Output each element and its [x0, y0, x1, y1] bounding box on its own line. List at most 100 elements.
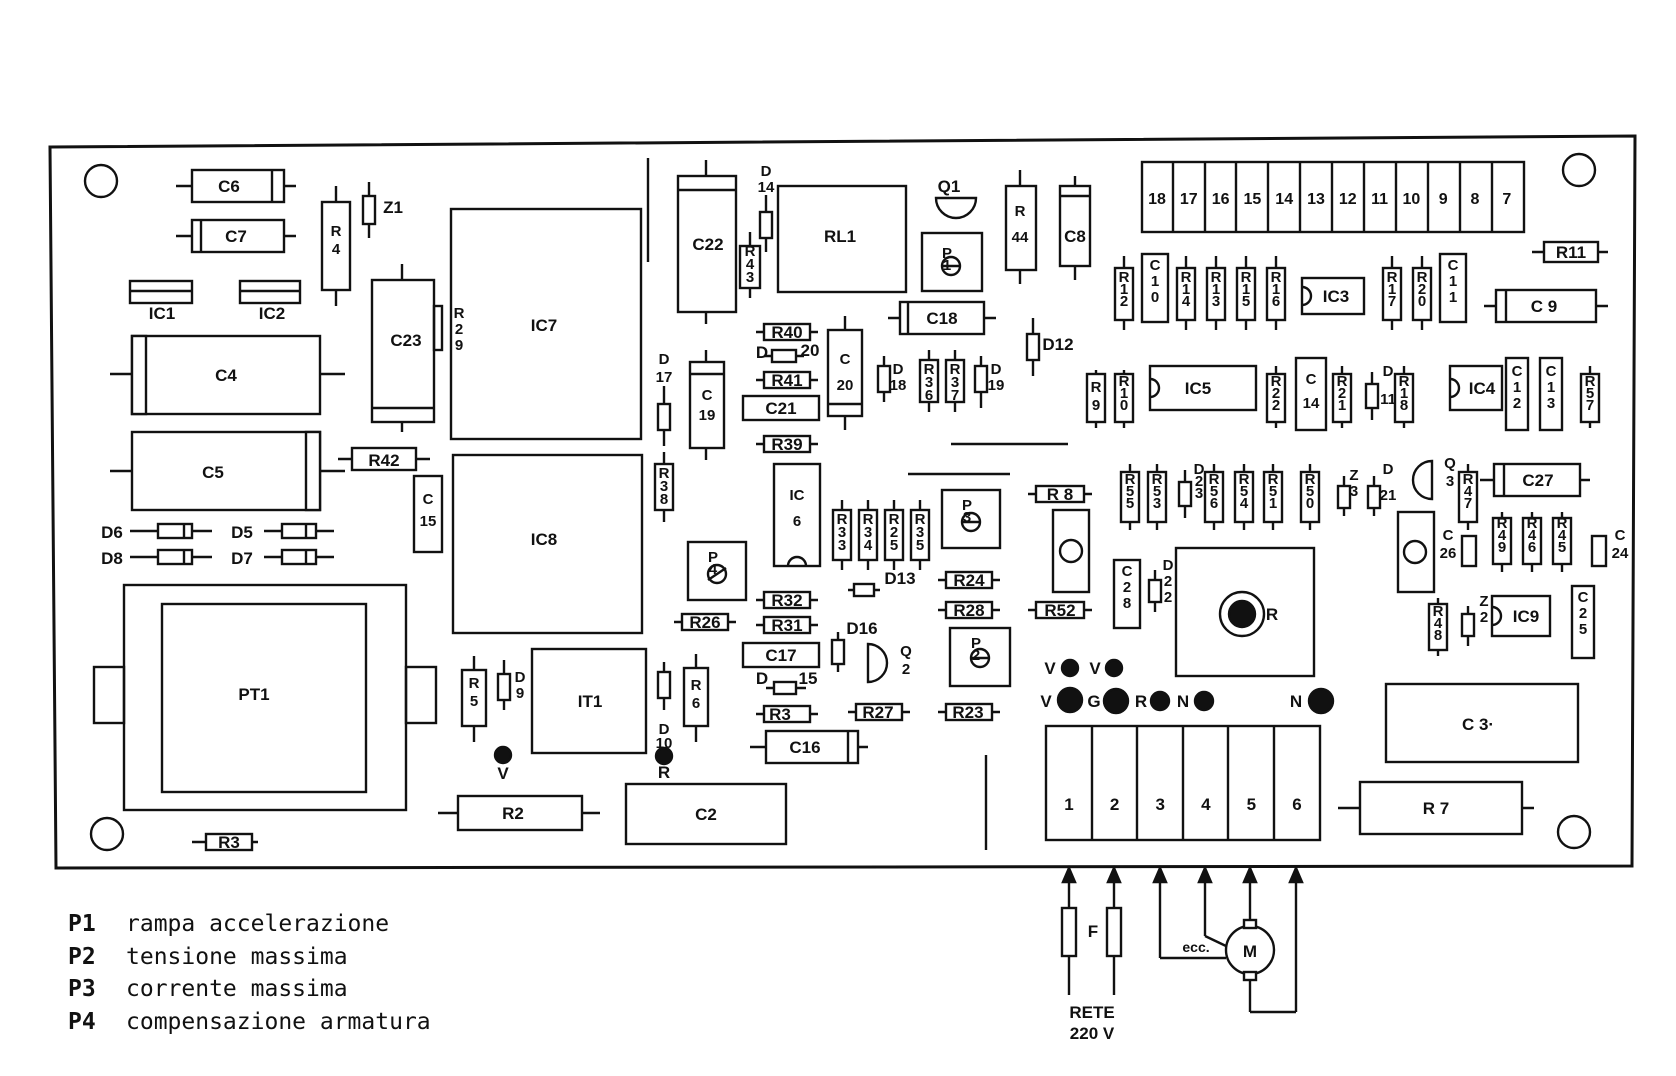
label-R14-line: 4: [1182, 293, 1191, 310]
C14: [1294, 356, 1328, 432]
label-R3b: R3: [218, 833, 240, 852]
label-R36-line: 3: [925, 374, 933, 391]
label-RL1: RL1: [824, 227, 856, 246]
C23: [370, 278, 436, 424]
tp-label-V2: V: [1089, 659, 1101, 678]
label-R35-line: 5: [916, 537, 924, 554]
label-R54-line: R: [1239, 471, 1250, 488]
label-C10-line: 0: [1151, 289, 1159, 306]
R14: [1175, 266, 1197, 322]
label-R22-line: 2: [1272, 397, 1280, 414]
legend-key: P4: [68, 1008, 96, 1035]
R23: [944, 702, 994, 722]
label-R6-line: 6: [692, 695, 700, 712]
label-R11: R11: [1556, 243, 1586, 262]
label-R56-line: R: [1209, 471, 1220, 488]
label-R42: R42: [368, 451, 399, 470]
C16: [764, 729, 860, 765]
label-Z3-line: 3: [1350, 483, 1358, 500]
R39: [762, 434, 812, 454]
label-C8: C8: [1064, 227, 1086, 246]
IC7: [449, 207, 643, 441]
label-C7: C7: [225, 227, 247, 246]
label-R51-line: 5: [1269, 483, 1277, 500]
D10: [656, 670, 672, 700]
mounting-hole: [89, 816, 125, 852]
label-R38-line: R: [659, 465, 670, 482]
tp-label-R-left: R: [658, 763, 670, 782]
label-R49-line: 9: [1498, 539, 1506, 556]
header-pin-number: 13: [1307, 191, 1325, 208]
label-C17: C17: [765, 646, 796, 665]
D6: [156, 522, 194, 540]
label-R44-line: 44: [1012, 229, 1029, 246]
label-C11-line: 1: [1449, 289, 1457, 306]
C7: [190, 218, 286, 254]
label-D22-line: 2: [1164, 573, 1172, 590]
R41: [762, 370, 812, 390]
R8: [1034, 484, 1086, 504]
label-P3-line: P: [962, 497, 972, 514]
label-D12: D12: [1042, 335, 1073, 354]
label-R53-line: R: [1152, 471, 1163, 488]
label-R13-line: 1: [1212, 281, 1220, 298]
label-R14-line: R: [1181, 269, 1192, 286]
R9: [1085, 372, 1107, 424]
label-D23-line: D: [1194, 461, 1205, 478]
label-R12-line: 1: [1120, 281, 1128, 298]
label-R53-line: 5: [1153, 483, 1161, 500]
tp-label-V-left: V: [497, 764, 509, 783]
label-R25-line: 5: [890, 537, 898, 554]
label-D17-line: D: [659, 351, 670, 368]
label-C25-line: 2: [1579, 605, 1587, 622]
C3: [1384, 682, 1580, 764]
label-D22-line: 2: [1164, 589, 1172, 606]
header-pin-number: 17: [1180, 191, 1198, 208]
label-R20-line: R: [1417, 269, 1428, 286]
label-D9-line: 9: [516, 685, 524, 702]
label-IC6-line: IC: [790, 487, 805, 504]
label-R29-line: R: [454, 305, 465, 322]
IC9: [1490, 594, 1552, 638]
D20: [770, 348, 798, 364]
label-R9-line: 9: [1092, 397, 1100, 414]
R51: [1262, 470, 1284, 524]
Z1: [361, 194, 377, 226]
label-D14-line: D: [761, 163, 772, 180]
R17: [1381, 266, 1403, 322]
label-C11-line: 1: [1449, 273, 1457, 290]
label-R37-line: R: [950, 361, 961, 378]
label-R5-line: 5: [470, 693, 478, 710]
label-D23-line: 3: [1195, 485, 1203, 502]
R46: [1521, 516, 1543, 566]
C6: [190, 168, 286, 204]
label-R8: R 8: [1047, 485, 1073, 504]
label-R35-line: 3: [916, 524, 924, 541]
label-R54-line: 5: [1240, 483, 1248, 500]
Q3: [1411, 459, 1434, 501]
label-R33-line: 3: [838, 524, 846, 541]
label-R43-line: R: [745, 243, 756, 260]
D5: [280, 522, 318, 540]
label-D17-line: 17: [656, 369, 673, 386]
label-D20-prefix: D: [756, 343, 768, 362]
label-C14-line: 14: [1303, 395, 1320, 412]
label-C27: C27: [1522, 471, 1553, 490]
label-C11-line: C: [1448, 257, 1459, 274]
label-R22-line: R: [1271, 373, 1282, 390]
label-D18-line: 18: [890, 377, 907, 394]
label-D18-line: D: [893, 361, 904, 378]
label-C12-line: 1: [1513, 379, 1521, 396]
label-Q2-line: Q: [900, 643, 912, 660]
R3b: [204, 832, 254, 852]
label-R47-line: R: [1463, 471, 1474, 488]
legend-key: P2: [68, 943, 96, 970]
R6: [682, 666, 710, 728]
label-R23: R23: [952, 703, 983, 722]
R38: [653, 462, 675, 512]
label-P2-line: P: [971, 635, 981, 652]
label-D15: 15: [799, 669, 818, 688]
R31: [762, 615, 812, 635]
